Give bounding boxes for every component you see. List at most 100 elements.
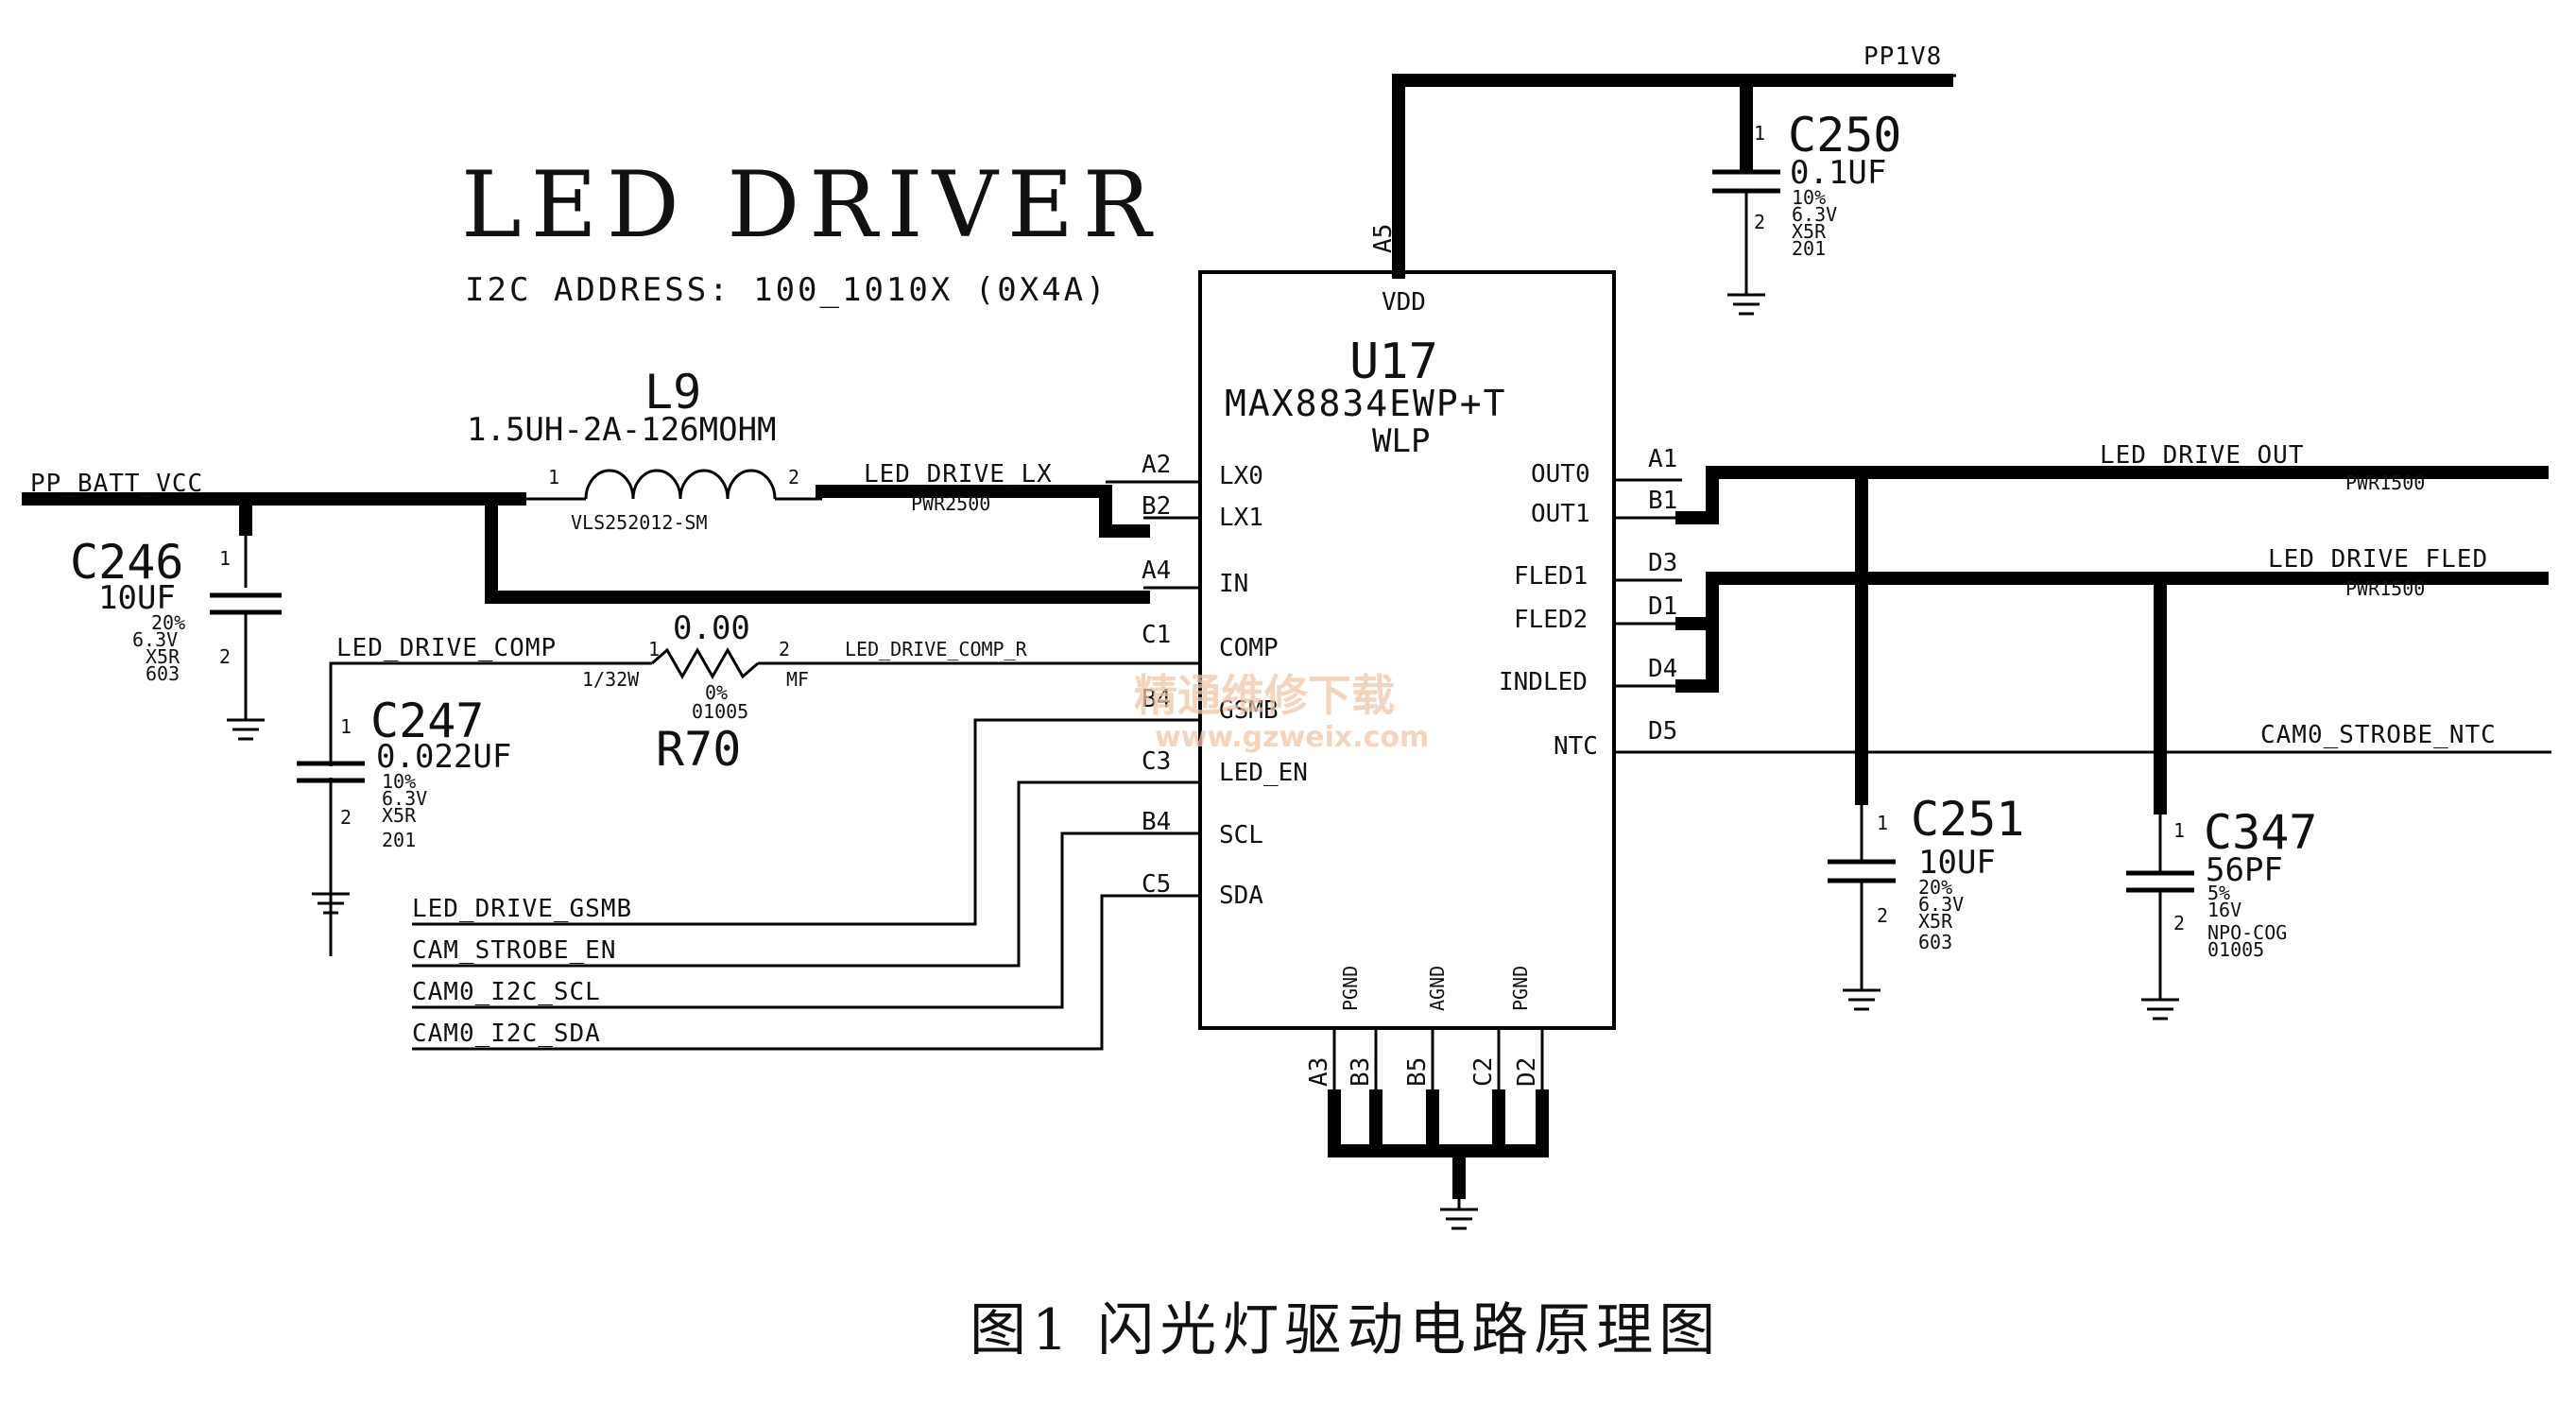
fled-tie-bar xyxy=(1675,617,1719,693)
pin-ball-d4: D4 xyxy=(1648,655,1677,683)
bottom-pin-a3: A3 xyxy=(1305,1057,1333,1087)
r70-material: MF xyxy=(786,668,809,691)
c247-pin1: 1 xyxy=(340,715,352,738)
pin-ball-c1: C1 xyxy=(1142,621,1171,649)
c347-voltage: 16V xyxy=(2207,899,2241,921)
pin-name-gsmb: GSMB xyxy=(1219,696,1279,725)
pin-name-indled: INDLED xyxy=(1499,668,1588,696)
r70-tolerance: 0% xyxy=(705,681,728,704)
c246-voltage: 6.3V xyxy=(132,628,178,651)
pin-ball-c3: C3 xyxy=(1142,747,1171,776)
c247-refdes: C247 xyxy=(370,694,484,748)
c250-size: 201 xyxy=(1792,237,1826,260)
scl-wire xyxy=(412,832,1200,1009)
pp-batt-vcc-net-label: PP_BATT_VCC xyxy=(30,470,203,498)
bottom-label-agnd: AGND xyxy=(1426,966,1449,1011)
u17-body xyxy=(1198,270,1616,1030)
vdd-pin-number: A5 xyxy=(1369,224,1398,253)
pin-name-comp: COMP xyxy=(1219,634,1279,662)
pin-name-fled1: FLED1 xyxy=(1514,562,1588,591)
pin-name-ntc: NTC xyxy=(1554,732,1598,761)
c251-dielectric: X5R xyxy=(1918,910,1953,933)
c246-tolerance: 20% xyxy=(151,611,185,634)
c251-value: 10UF xyxy=(1918,844,1996,882)
cam0-strobe-ntc-net-label: CAM0_STROBE_NTC xyxy=(2260,721,2497,749)
watermark-chinese: 精通维修下载 xyxy=(1134,670,1395,721)
c347-pin2: 2 xyxy=(2173,912,2185,934)
c250-pin1: 1 xyxy=(1754,122,1765,145)
l9-pin1: 1 xyxy=(548,466,559,489)
pin-ball-d5: D5 xyxy=(1648,717,1677,746)
bottom-label-pgnd-right: PGND xyxy=(1509,966,1532,1011)
c250-refdes: C250 xyxy=(1788,108,1901,163)
bottom-pin-c2: C2 xyxy=(1469,1057,1498,1087)
pin-ball-c5: C5 xyxy=(1142,870,1171,899)
c251-tolerance: 20% xyxy=(1918,876,1952,899)
pin-ball-a1: A1 xyxy=(1648,445,1677,473)
figure-caption: 图1 闪光灯驱动电路原理图 xyxy=(970,1297,1721,1363)
c347-tolerance: 5% xyxy=(2207,882,2230,904)
l9-refdes: L9 xyxy=(644,365,701,420)
c246-value: 10UF xyxy=(98,579,176,617)
main-ground-icon xyxy=(1440,1192,1478,1230)
r70-power: 1/32W xyxy=(582,668,640,691)
c347-pin1: 1 xyxy=(2173,819,2185,842)
c251-voltage: 6.3V xyxy=(1918,893,1964,916)
led-drive-lx-net-label: LED_DRIVE_LX xyxy=(864,460,1053,489)
l9-value: 1.5UH-2A-126MOHM xyxy=(467,411,777,449)
r70-pin1: 1 xyxy=(648,638,660,660)
c247-tolerance: 10% xyxy=(382,770,416,793)
pin-ball-b2: B2 xyxy=(1142,492,1171,521)
u17-package: WLP xyxy=(1372,422,1430,460)
bottom-pin-b5: B5 xyxy=(1403,1057,1432,1087)
c246-pin1: 1 xyxy=(219,547,231,570)
c247-pin2: 2 xyxy=(340,806,352,829)
c347-value: 56PF xyxy=(2206,851,2283,889)
c251-size: 603 xyxy=(1918,931,1952,953)
i2c-address: I2C ADDRESS: 100_1010X (0X4A) xyxy=(465,271,1108,309)
pin-ball-d3: D3 xyxy=(1648,549,1677,577)
u17-refdes: U17 xyxy=(1349,334,1438,390)
pin-name-in: IN xyxy=(1219,570,1248,598)
led-drive-comp-r-net-label: LED_DRIVE_COMP_R xyxy=(845,638,1028,660)
bottom-pin-b3: B3 xyxy=(1347,1057,1375,1087)
cam0-i2c-scl-net-label: CAM0_I2C_SCL xyxy=(412,978,601,1006)
pin-name-scl: SCL xyxy=(1219,821,1263,849)
pin-name-fled2: FLED2 xyxy=(1514,606,1588,634)
c246-size: 603 xyxy=(146,662,180,685)
l9-part: VLS252012-SM xyxy=(571,511,708,534)
c347-ground-icon xyxy=(2141,998,2179,1020)
c247-dielectric: X5R xyxy=(382,804,417,827)
r70-value: 0.00 xyxy=(673,609,750,647)
c347-dielectric: NPO-COG xyxy=(2207,921,2287,944)
pin-ball-a2: A2 xyxy=(1142,451,1171,479)
u17-vdd-label: VDD xyxy=(1382,288,1426,317)
diagram-title: LED DRIVER xyxy=(461,152,1160,258)
led-drive-lx-width: PWR2500 xyxy=(911,492,990,515)
c246-refdes: C246 xyxy=(70,535,183,590)
c251-ground-icon xyxy=(1843,988,1880,1011)
led-drive-out-bus xyxy=(1706,466,2549,524)
vdd-wire xyxy=(1392,74,1953,279)
pin-name-sda: SDA xyxy=(1219,882,1263,910)
l9-coil-icon xyxy=(584,469,777,500)
cam0-i2c-sda-net-label: CAM0_I2C_SDA xyxy=(412,1020,601,1048)
in-supply-wire xyxy=(485,492,1150,604)
led-drive-out-width: PWR1500 xyxy=(2345,472,2425,494)
cam-strobe-en-net-label: CAM_STROBE_EN xyxy=(412,936,617,965)
c250-tolerance: 10% xyxy=(1792,186,1826,209)
c250-voltage: 6.3V xyxy=(1792,203,1837,226)
c247-size: 201 xyxy=(382,829,416,851)
watermark-url: www.gzweix.com xyxy=(1155,721,1429,754)
led-drive-fled-bus xyxy=(1706,572,2549,693)
pin-ball-b4-gsmb: B4 xyxy=(1142,685,1171,713)
l9-pin2: 2 xyxy=(788,466,799,489)
pin-name-out0: OUT0 xyxy=(1531,460,1590,489)
led-drive-fled-width: PWR1500 xyxy=(2345,577,2425,600)
ground-bus xyxy=(1328,1089,1549,1157)
r70-size: 01005 xyxy=(692,700,748,723)
c347-refdes: C347 xyxy=(2204,805,2317,860)
c246-pin2: 2 xyxy=(219,645,231,668)
led-drive-fled-net-label: LED_DRIVE_FLED xyxy=(2268,545,2488,574)
